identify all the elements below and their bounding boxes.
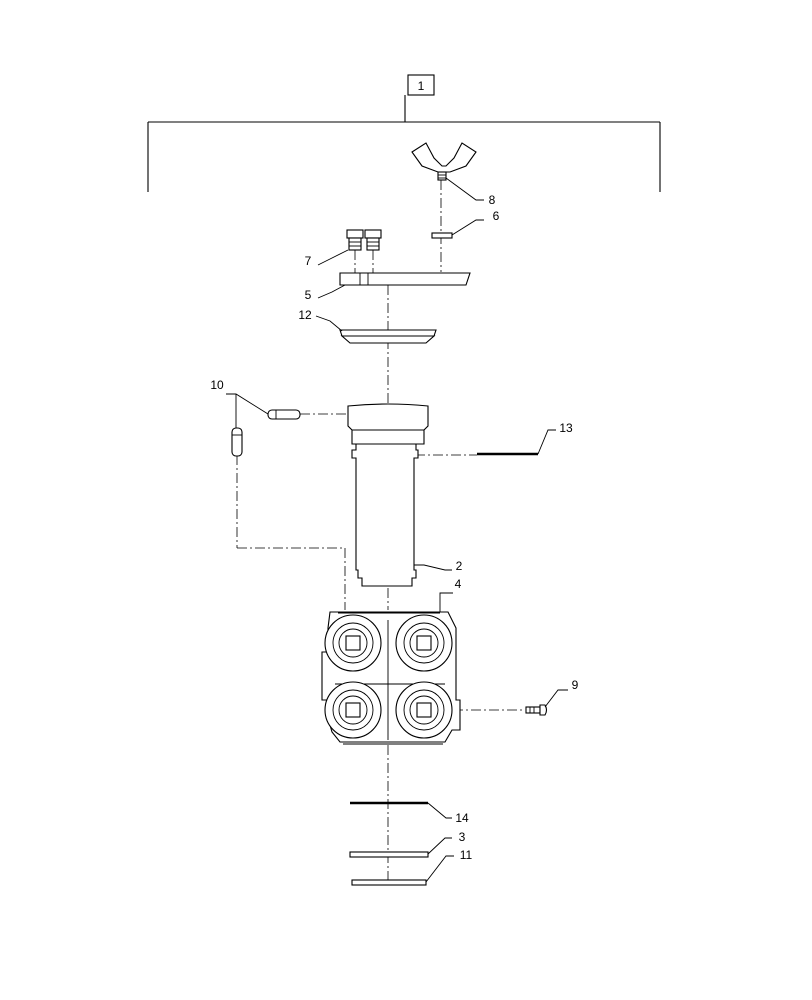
callout-10[interactable]: 10 — [210, 378, 224, 392]
callout-11[interactable]: 11 — [460, 848, 473, 862]
callout-4[interactable]: 4 — [455, 577, 462, 591]
callout-9[interactable]: 9 — [572, 678, 579, 692]
bolt[interactable] — [525, 704, 548, 716]
center-lines — [236, 180, 525, 885]
callout-8[interactable]: 8 — [489, 193, 496, 207]
callout-14[interactable]: 14 — [455, 811, 469, 825]
port-bottom-right — [395, 681, 453, 739]
seal-ring[interactable] — [339, 329, 437, 344]
callout-12[interactable]: 12 — [298, 308, 312, 322]
cover-plate[interactable] — [339, 272, 471, 286]
fittings-pair[interactable] — [346, 229, 382, 251]
thin-plate-3[interactable] — [349, 851, 429, 858]
callout-1[interactable]: 1 — [418, 79, 425, 93]
valve-body[interactable] — [321, 611, 461, 745]
port-top-right — [395, 614, 453, 672]
thin-plate-11[interactable] — [351, 879, 427, 886]
callout-7[interactable]: 7 — [305, 254, 312, 268]
pin-horizontal[interactable] — [267, 409, 301, 420]
wing-nut[interactable] — [411, 142, 477, 181]
washer[interactable] — [431, 232, 453, 239]
port-bottom-left — [324, 681, 382, 739]
port-top-left — [324, 614, 382, 672]
callout-13[interactable]: 13 — [559, 421, 573, 435]
callout-2[interactable]: 2 — [456, 559, 463, 573]
callout-5[interactable]: 5 — [305, 288, 312, 302]
pin-vertical[interactable] — [231, 427, 243, 457]
assembly-bracket — [147, 74, 661, 192]
callout-6[interactable]: 6 — [493, 209, 500, 223]
sleeve[interactable] — [347, 403, 429, 587]
callout-3[interactable]: 3 — [459, 830, 466, 844]
